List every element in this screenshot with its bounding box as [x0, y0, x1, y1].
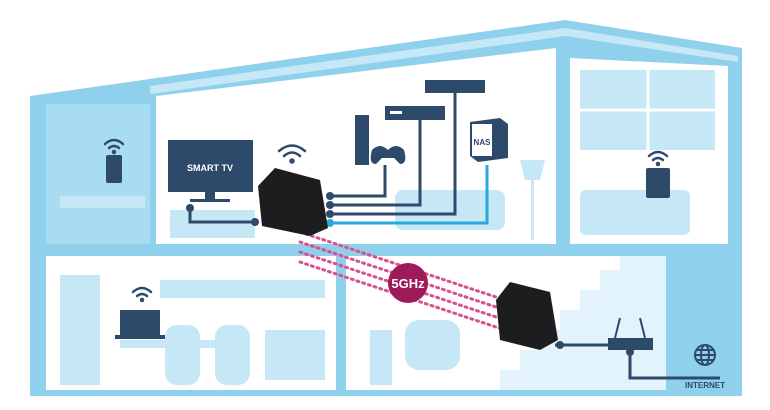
globe-icon [694, 344, 716, 366]
5ghz-badge: 5GHz [388, 263, 428, 303]
laptop-icon [115, 310, 165, 339]
wifi-icon [131, 286, 153, 303]
smart-tv: SMART TV [168, 140, 253, 202]
smartphone-icon [106, 155, 122, 183]
router-icon [608, 317, 653, 350]
smart-tv-label: SMART TV [187, 163, 233, 173]
tablet-icon [646, 168, 670, 198]
nas-device: NAS [470, 118, 508, 162]
nas-label: NAS [474, 138, 492, 147]
wifi-extender-upper [258, 168, 328, 236]
internet-label: INTERNET [685, 381, 725, 390]
staircase [500, 256, 666, 390]
upper-left-room [46, 104, 150, 244]
ethernet-cables [188, 88, 720, 380]
game-console-icon [355, 115, 406, 165]
bluray-player-icon [385, 106, 445, 120]
wifi-icon [647, 150, 669, 167]
wifi-extender-lower [496, 282, 558, 350]
set-top-box-icon [425, 80, 485, 93]
wifi-icon [103, 138, 125, 155]
5ghz-label: 5GHz [391, 276, 425, 291]
furniture [60, 160, 690, 385]
utility-room [670, 256, 728, 390]
wifi-icon [277, 144, 307, 164]
